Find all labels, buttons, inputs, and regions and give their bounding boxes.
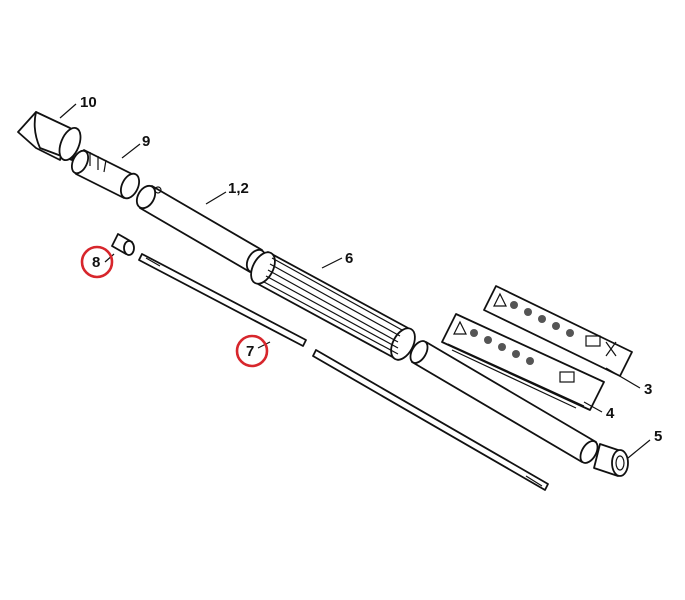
label-part-4: 4	[606, 405, 615, 422]
part-6-grip-sleeve[interactable]	[246, 248, 420, 363]
label-part-1-2: 1,2	[228, 180, 249, 197]
label-part-3: 3	[644, 381, 652, 398]
decal-4-pictograms-icon	[447, 320, 585, 409]
part-4-warning-decal[interactable]	[441, 313, 605, 411]
highlight-circle-8	[80, 245, 114, 279]
part-10-end-cap[interactable]	[17, 111, 85, 163]
decal-3-pictograms-icon	[493, 292, 617, 357]
part-8-bushing[interactable]	[111, 233, 135, 256]
label-part-10: 10	[80, 94, 97, 111]
leader-lines	[59, 103, 651, 459]
highlight-circle-7	[235, 334, 269, 368]
part-4-lower-tube[interactable]	[407, 338, 601, 466]
part-5-end-bushing[interactable]	[593, 443, 629, 477]
label-part-8: 8	[92, 254, 100, 271]
label-part-5: 5	[654, 428, 662, 445]
part-9-coupling-sleeve[interactable]	[69, 148, 143, 201]
part-7-drive-shaft[interactable]	[138, 253, 549, 491]
label-part-9: 9	[142, 133, 150, 150]
label-part-7: 7	[246, 343, 254, 360]
label-part-6: 6	[345, 250, 353, 267]
